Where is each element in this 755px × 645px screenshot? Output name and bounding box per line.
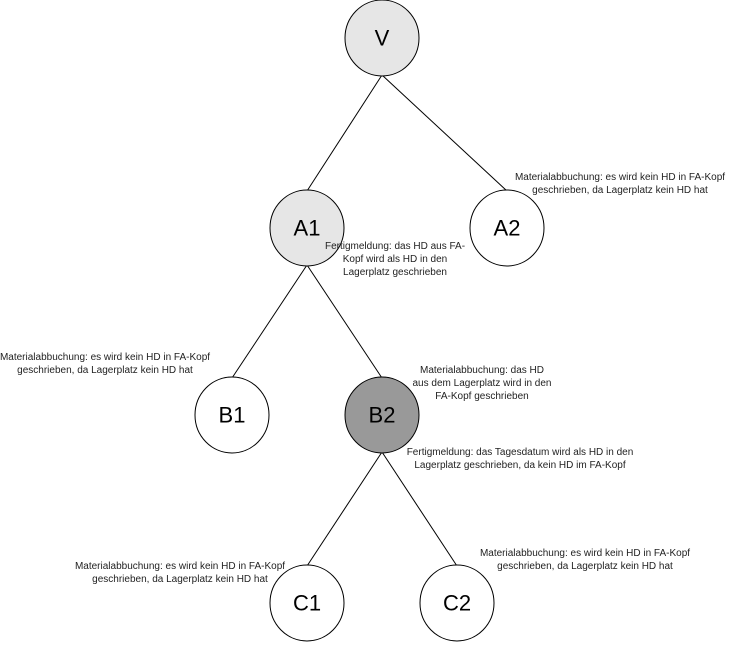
edge-A1-B2 [306, 264, 383, 379]
node-label: A2 [494, 216, 521, 241]
annotation-line: Materialabbuchung: es wird kein HD in FA… [480, 548, 690, 559]
annotation-line: Materialabbuchung: es wird kein HD in FA… [75, 561, 285, 572]
node-C2: C2 [419, 564, 495, 642]
node-circle [419, 564, 495, 642]
annotation-line: aus dem Lagerplatz wird in den [413, 378, 552, 389]
edge-A1-B1 [231, 264, 308, 379]
annotation-line: geschrieben, da Lagerplatz kein HD hat [497, 561, 673, 572]
annotation-b2-bottom: Fertigmeldung: das Tagesdatum wird als H… [407, 447, 634, 471]
node-C1: C1 [269, 564, 345, 642]
annotation-line: Fertigmeldung: das Tagesdatum wird als H… [407, 447, 634, 458]
node-V: V [344, 0, 420, 77]
node-circle [469, 189, 545, 267]
annotation-b2-top: Materialabbuchung: das HD aus dem Lagerpl… [413, 365, 552, 402]
annotation-line: Fertigmeldung: das HD aus FA- [325, 241, 465, 252]
annotation-line: geschrieben, da Lagerplatz kein HD hat [92, 574, 268, 585]
node-A1: A1 [269, 189, 345, 267]
annotation-line: Lagerplatz geschrieben, da kein HD im FA… [414, 460, 625, 471]
annotation-line: Materialabbuchung: das HD [420, 365, 544, 376]
annotation-line: Lagerplatz geschrieben [343, 267, 447, 278]
node-circle [269, 189, 345, 267]
node-label: A1 [294, 216, 321, 241]
annotation-line: Materialabbuchung: es wird kein HD in FA… [0, 352, 210, 363]
node-circle [344, 376, 420, 454]
annotation-c1: Materialabbuchung: es wird kein HD in FA… [75, 561, 285, 585]
node-circle [344, 0, 420, 77]
annotation-line: Materialabbuchung: es wird kein HD in FA… [515, 172, 725, 183]
node-B1: B1 [194, 376, 270, 454]
node-circle [269, 564, 345, 642]
node-label: C2 [443, 591, 471, 616]
annotation-a2: Materialabbuchung: es wird kein HD in FA… [515, 172, 725, 196]
node-A2: A2 [469, 189, 545, 267]
edge-V-A1 [306, 74, 383, 192]
annotation-b1: Materialabbuchung: es wird kein HD in FA… [0, 352, 210, 376]
edge-V-A2 [381, 74, 508, 192]
node-label: C1 [293, 591, 321, 616]
node-circle [194, 376, 270, 454]
annotation-c2: Materialabbuchung: es wird kein HD in FA… [480, 548, 690, 572]
annotation-line: geschrieben, da Lagerplatz kein HD hat [532, 185, 708, 196]
edge-B2-C1 [306, 451, 383, 567]
edge-B2-C2 [381, 451, 458, 567]
annotation-a1: Fertigmeldung: das HD aus FA- Kopf wird a… [325, 241, 465, 278]
annotation-line: FA-Kopf geschrieben [435, 391, 528, 402]
node-label: V [375, 26, 390, 51]
node-label: B2 [369, 403, 396, 428]
annotation-line: Kopf wird als HD in den [343, 254, 448, 265]
node-B2: B2 [344, 376, 420, 454]
node-label: B1 [219, 403, 246, 428]
annotation-line: geschrieben, da Lagerplatz kein HD hat [17, 365, 193, 376]
